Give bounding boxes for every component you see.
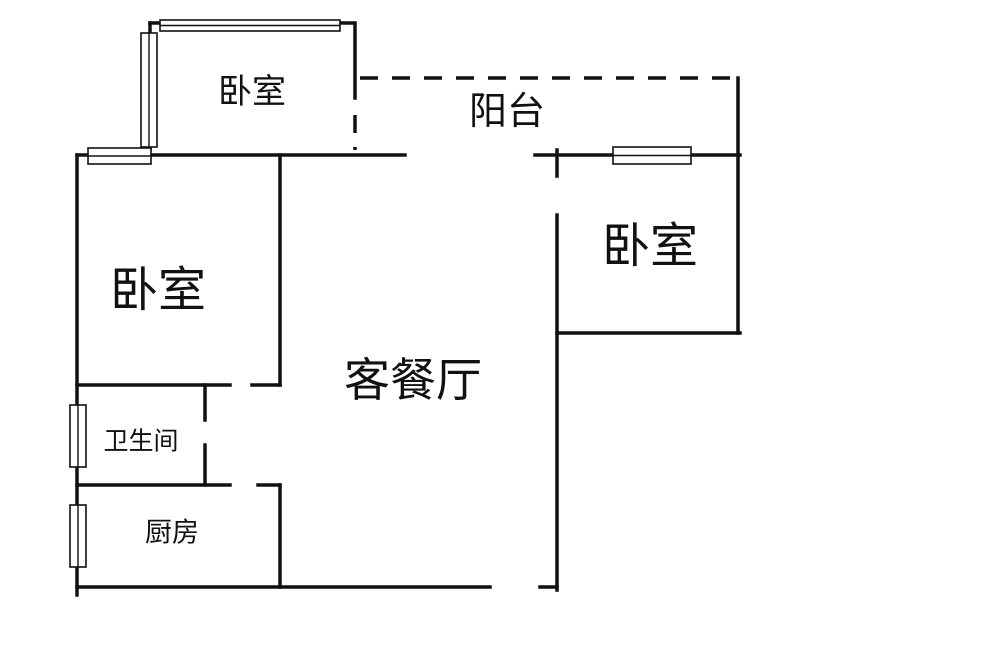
label-bathroom: 卫生间 (103, 427, 178, 456)
label-kitchen: 厨房 (145, 518, 199, 549)
window-top (159, 19, 341, 32)
label-bedroom-top: 卧室 (218, 72, 286, 112)
room-labels: 卧室 阳台 卧室 卧室 客餐厅 卫生间 厨房 (103, 72, 698, 549)
label-bedroom-right: 卧室 (602, 218, 698, 274)
window-top-left (140, 32, 158, 148)
window-bathroom (69, 404, 87, 468)
window-kitchen (69, 504, 87, 568)
window-left-bedroom (87, 147, 152, 165)
label-bedroom-left: 卧室 (110, 262, 206, 318)
window-right-bedroom (612, 146, 692, 165)
windows (69, 19, 692, 568)
label-living-dining: 客餐厅 (344, 353, 482, 407)
label-balcony: 阳台 (469, 89, 545, 133)
